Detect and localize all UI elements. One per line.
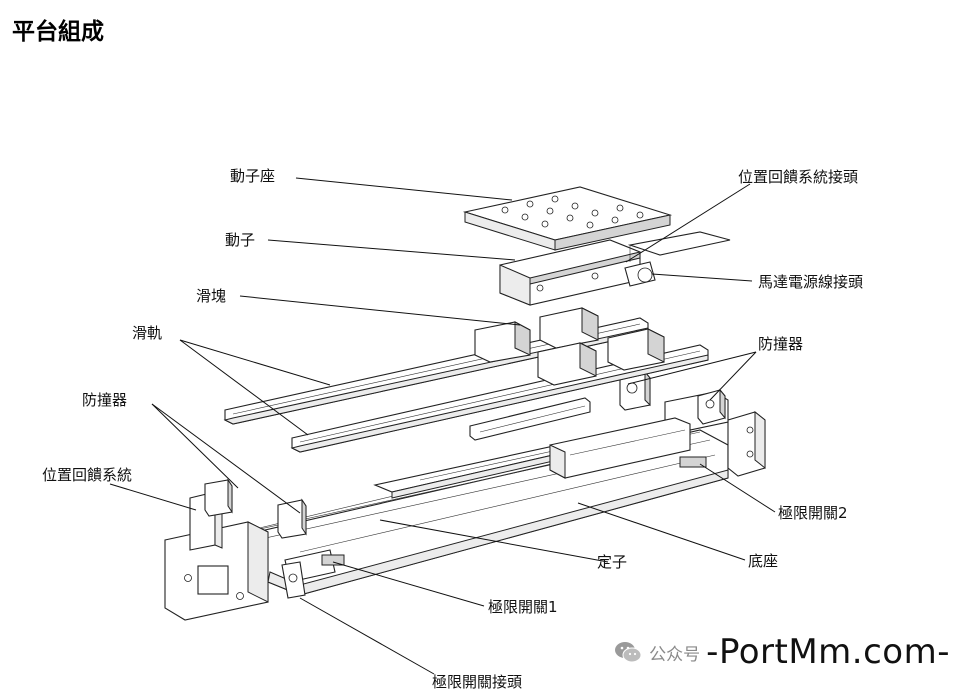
watermark: 公众号 -PortMm.com- [613, 632, 950, 672]
label-bumper-left: 防撞器 [82, 391, 127, 409]
label-limit-connector: 極限開關接頭 [432, 673, 522, 690]
label-slider: 滑塊 [196, 287, 226, 305]
encoder-connector-part [627, 231, 731, 262]
rail-plate-part [469, 397, 591, 441]
label-rail: 滑軌 [132, 324, 162, 342]
wechat-icon [615, 642, 642, 663]
label-limit-switch-2: 極限開關2 [778, 504, 848, 522]
label-mover: 動子 [225, 231, 255, 249]
mover-seat-part [462, 186, 673, 251]
mover-seat-holes [501, 195, 644, 229]
limit-switch-2-part [549, 417, 707, 479]
label-motor-connector: 馬達電源線接頭 [758, 273, 863, 291]
limit-switch-1-part [281, 549, 345, 599]
page-title: 平台組成 [12, 19, 104, 45]
bumper-right-part [619, 370, 726, 425]
mover-part [499, 239, 656, 306]
rail-front-part [290, 344, 709, 453]
label-encoder-connector: 位置回饋系統接頭 [738, 168, 858, 186]
label-bumper-right: 防撞器 [758, 335, 803, 353]
label-encoder: 位置回饋系統 [42, 466, 132, 484]
slider-blocks [474, 307, 665, 386]
watermark-prefix: 公众号 [649, 644, 701, 665]
leader-lines [109, 177, 776, 675]
label-limit-switch-1: 極限開關1 [488, 598, 558, 616]
label-stator: 定子 [597, 553, 627, 571]
bumper-left-part [204, 478, 307, 539]
label-base: 底座 [748, 552, 778, 570]
label-mover-seat: 動子座 [230, 167, 275, 185]
watermark-text: -PortMm.com- [706, 632, 950, 672]
